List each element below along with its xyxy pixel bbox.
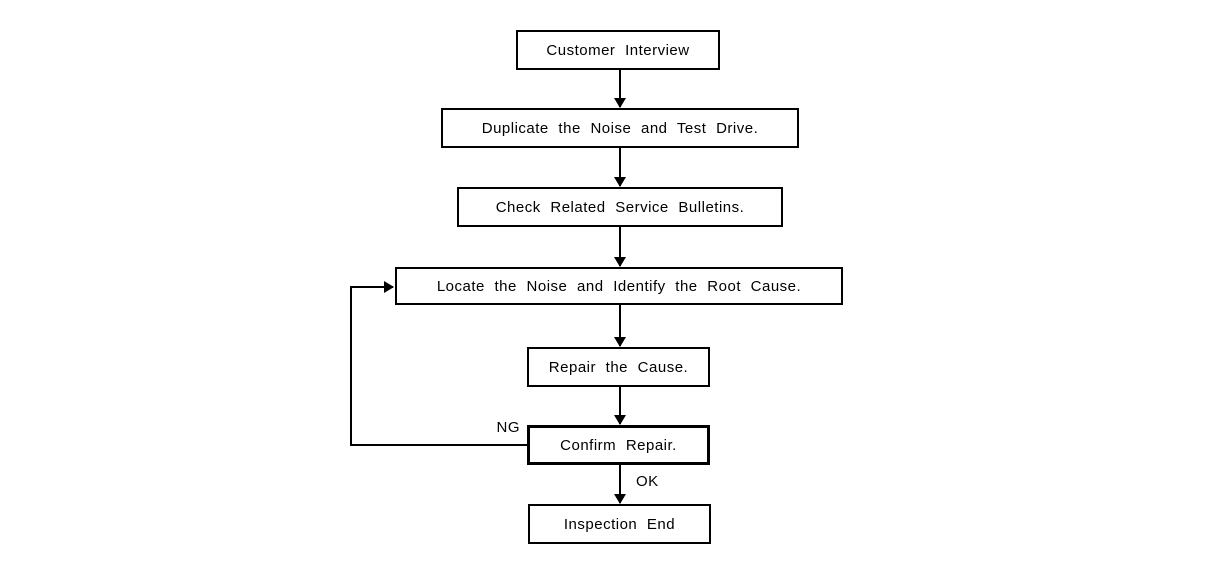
flow-node-confirm-repair: Confirm Repair.: [527, 425, 710, 465]
flow-node-repair-cause: Repair the Cause.: [527, 347, 710, 387]
flow-node-label: Inspection End: [563, 515, 676, 533]
flow-node-check-service-bulletins: Check Related Service Bulletins.: [457, 187, 783, 227]
edge-label-ng: NG: [496, 419, 520, 436]
flow-node-label: Check Related Service Bulletins.: [495, 198, 745, 216]
flow-node-customer-interview: Customer Interview: [516, 30, 720, 70]
arrow-ng-loopback: [350, 281, 527, 446]
flow-node-label: Repair the Cause.: [548, 358, 689, 376]
flow-node-label: Customer Interview: [546, 41, 690, 59]
flow-node-locate-noise-root-cause: Locate the Noise and Identify the Root C…: [395, 267, 843, 305]
flow-node-label: Confirm Repair.: [560, 436, 677, 454]
flow-node-label: Duplicate the Noise and Test Drive.: [481, 119, 759, 137]
flow-node-label: Locate the Noise and Identify the Root C…: [436, 277, 802, 295]
flow-node-duplicate-noise-test-drive: Duplicate the Noise and Test Drive.: [441, 108, 799, 148]
edge-label-ok: OK: [636, 473, 659, 490]
flow-node-inspection-end: Inspection End: [528, 504, 711, 544]
